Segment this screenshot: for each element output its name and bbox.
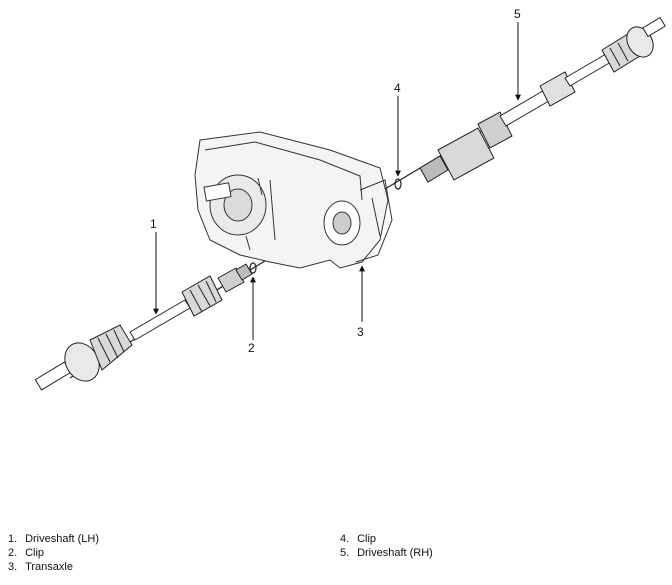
legend-label: Transaxle: [25, 561, 73, 573]
callout-number-2: 2: [248, 341, 255, 355]
legend-item-5: 5. Driveshaft (RH): [340, 546, 433, 560]
clip-lh: [249, 262, 257, 274]
callout-number-5: 5: [514, 7, 521, 21]
driveshaft-rh: [419, 16, 666, 183]
legend-right-column: 4. Clip 5. Driveshaft (RH): [340, 532, 433, 560]
legend-number: 2.: [8, 547, 18, 559]
legend-number: 4.: [340, 533, 350, 545]
legend-item-2: 2. Clip: [8, 546, 99, 560]
driveshaft-diagram: 1 2 3 4 5: [34, 7, 666, 391]
legend-number: 1.: [8, 533, 18, 545]
callout-number-3: 3: [357, 325, 364, 339]
transaxle-housing: [194, 131, 393, 269]
legend-left-column: 1. Driveshaft (LH) 2. Clip 3. Transaxle: [8, 532, 99, 574]
legend-item-3: 3. Transaxle: [8, 560, 99, 574]
callout-number-1: 1: [150, 217, 157, 231]
callout-leaders: [153, 22, 521, 340]
legend-label: Clip: [25, 547, 45, 559]
legend-label: Driveshaft (RH): [357, 547, 433, 559]
legend-label: Driveshaft (LH): [25, 533, 100, 545]
legend-item-4: 4. Clip: [340, 532, 433, 546]
clip-rh: [394, 178, 402, 190]
callout-number-4: 4: [394, 81, 401, 95]
legend-item-1: 1. Driveshaft (LH): [8, 532, 99, 546]
legend-number: 5.: [340, 547, 350, 559]
legend-label: Clip: [357, 533, 377, 545]
driveshaft-lh: [34, 263, 253, 391]
legend-number: 3.: [8, 561, 18, 573]
